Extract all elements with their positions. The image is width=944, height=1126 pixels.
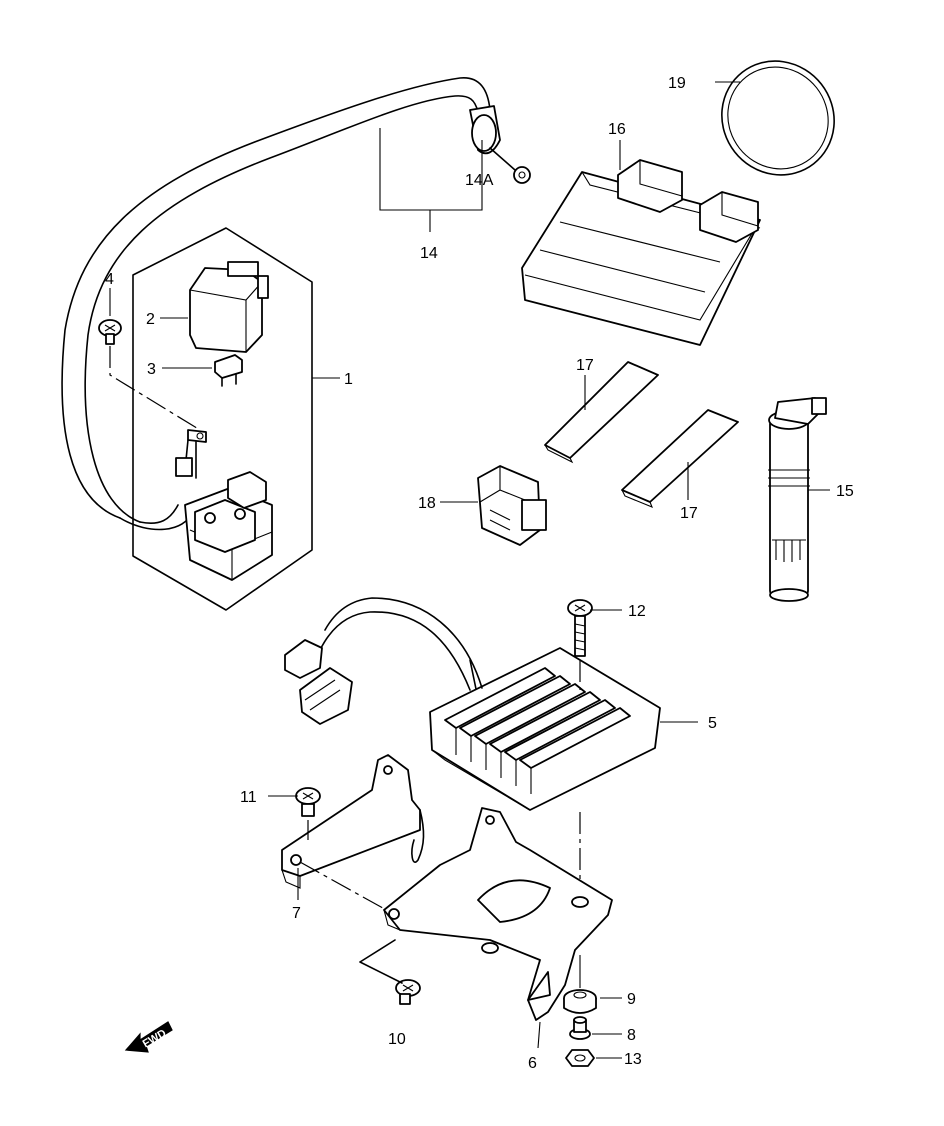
bolt-10 bbox=[395, 979, 421, 1005]
o-ring bbox=[721, 60, 835, 176]
fwd-label: FWD bbox=[141, 1027, 169, 1050]
tip-over-sensor bbox=[477, 465, 547, 546]
label-17-upper: 17 bbox=[576, 357, 594, 374]
label-7: 7 bbox=[292, 905, 301, 922]
battery-cable bbox=[61, 77, 531, 531]
cushion-pad-lower bbox=[621, 409, 739, 508]
bolt-12 bbox=[567, 599, 593, 657]
label-12: 12 bbox=[628, 603, 646, 620]
label-10: 10 bbox=[388, 1031, 406, 1048]
ignition-coil bbox=[768, 397, 827, 602]
label-16: 16 bbox=[608, 121, 626, 138]
label-14: 14 bbox=[420, 245, 438, 262]
collar bbox=[569, 1016, 591, 1040]
regulator-rectifier bbox=[284, 597, 661, 811]
main-fuse bbox=[214, 354, 243, 387]
bracket-link-leader bbox=[299, 861, 391, 913]
bolt-10-leaders bbox=[359, 939, 403, 984]
flange-nut bbox=[565, 1049, 595, 1067]
label-2: 2 bbox=[146, 311, 155, 328]
label-15: 15 bbox=[836, 483, 854, 500]
label-9: 9 bbox=[627, 991, 636, 1008]
starter-relay-assembly-box bbox=[132, 227, 313, 611]
bracket-7 bbox=[281, 754, 425, 889]
label-8: 8 bbox=[627, 1027, 636, 1044]
label-4: 4 bbox=[105, 271, 114, 288]
label-6: 6 bbox=[528, 1055, 537, 1072]
label-3: 3 bbox=[147, 361, 156, 378]
starter-relay bbox=[175, 429, 273, 581]
fwd-arrow-icon: FWD bbox=[124, 1021, 173, 1053]
ecm-unit bbox=[521, 159, 761, 346]
label-1: 1 bbox=[344, 371, 353, 388]
label-13: 13 bbox=[624, 1051, 642, 1068]
label-18: 18 bbox=[418, 495, 436, 512]
label-11: 11 bbox=[240, 789, 257, 806]
grommet bbox=[563, 989, 597, 1014]
bracket-6 bbox=[383, 807, 613, 1021]
cushion-pad-upper bbox=[544, 361, 659, 464]
relay-cover bbox=[189, 261, 269, 353]
screw-4-leader bbox=[109, 346, 201, 431]
leader-lines bbox=[109, 81, 830, 1059]
terminal-screw bbox=[98, 319, 122, 345]
label-14a: 14A bbox=[465, 172, 494, 189]
label-17-lower: 17 bbox=[680, 505, 698, 522]
label-19: 19 bbox=[668, 75, 686, 92]
label-5: 5 bbox=[708, 715, 717, 732]
bolt-11 bbox=[295, 787, 321, 817]
